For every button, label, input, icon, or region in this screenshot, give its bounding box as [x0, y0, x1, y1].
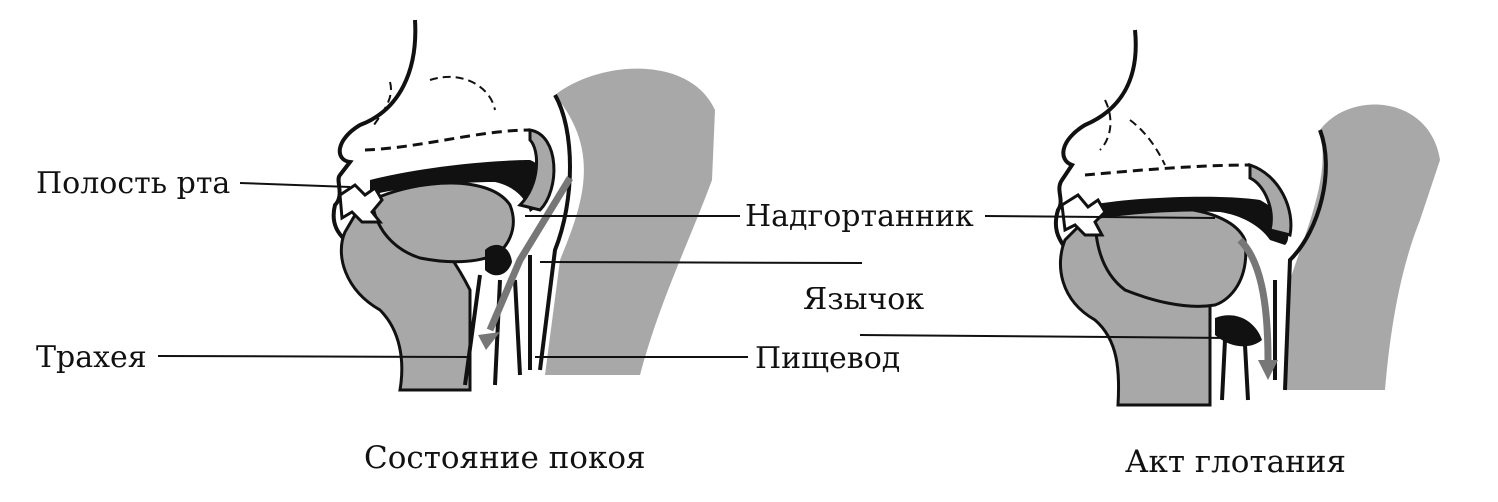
leader-lines: [157, 182, 1231, 358]
leader-uvula-rest: [539, 261, 863, 264]
rest-figure: [331, 19, 715, 392]
leader-uvula-swallow: [859, 334, 1231, 339]
rest-nostril-2: [429, 75, 496, 111]
rest-neck-shading: [545, 68, 715, 376]
rest-air-arrow: [486, 176, 573, 332]
rest-face-outline: [331, 19, 418, 242]
label-uvula: Язычок: [803, 282, 924, 317]
leader-trachea: [157, 355, 471, 358]
rest-soft-palate: [370, 160, 546, 212]
swallow-nostril: [1099, 99, 1112, 151]
swallow-figure: [1053, 29, 1440, 407]
swallow-soft-palate: [1090, 196, 1289, 245]
label-esophagus: Пищевод: [755, 341, 900, 376]
label-epiglottis: Надгортанник: [745, 199, 974, 234]
swallow-food-arrow: [1237, 237, 1272, 361]
rest-teeth: [338, 183, 384, 224]
leader-epiglottis-right: [984, 215, 1216, 219]
label-trachea: Трахея: [36, 340, 147, 375]
label-mouth: Полость рта: [36, 166, 230, 201]
swallow-nostril-2: [1129, 119, 1166, 166]
rest-upper-palate: [517, 128, 556, 212]
swallow-food-arrowhead: [1258, 360, 1278, 380]
rest-epiglottis: [485, 244, 512, 276]
swallow-upper-palate: [1248, 162, 1293, 237]
leader-mouth: [239, 182, 351, 188]
rest-nasal-floor: [364, 128, 531, 152]
swallow-epiglottis: [1215, 315, 1262, 347]
caption-swallow: Акт глотания: [1125, 444, 1346, 480]
swallow-neck-shading: [1285, 104, 1440, 391]
rest-nostril: [371, 81, 392, 129]
rest-throat-wall: [538, 94, 572, 371]
swallow-trachea-tube: [1220, 339, 1250, 401]
swallow-teeth: [1060, 193, 1107, 237]
swallow-throat-wall: [1283, 129, 1328, 391]
caption-rest: Состояние покоя: [364, 440, 646, 476]
swallow-face-outline: [1053, 29, 1138, 250]
rest-air-arrowhead: [478, 332, 500, 350]
swallow-nasal-floor: [1084, 163, 1251, 177]
